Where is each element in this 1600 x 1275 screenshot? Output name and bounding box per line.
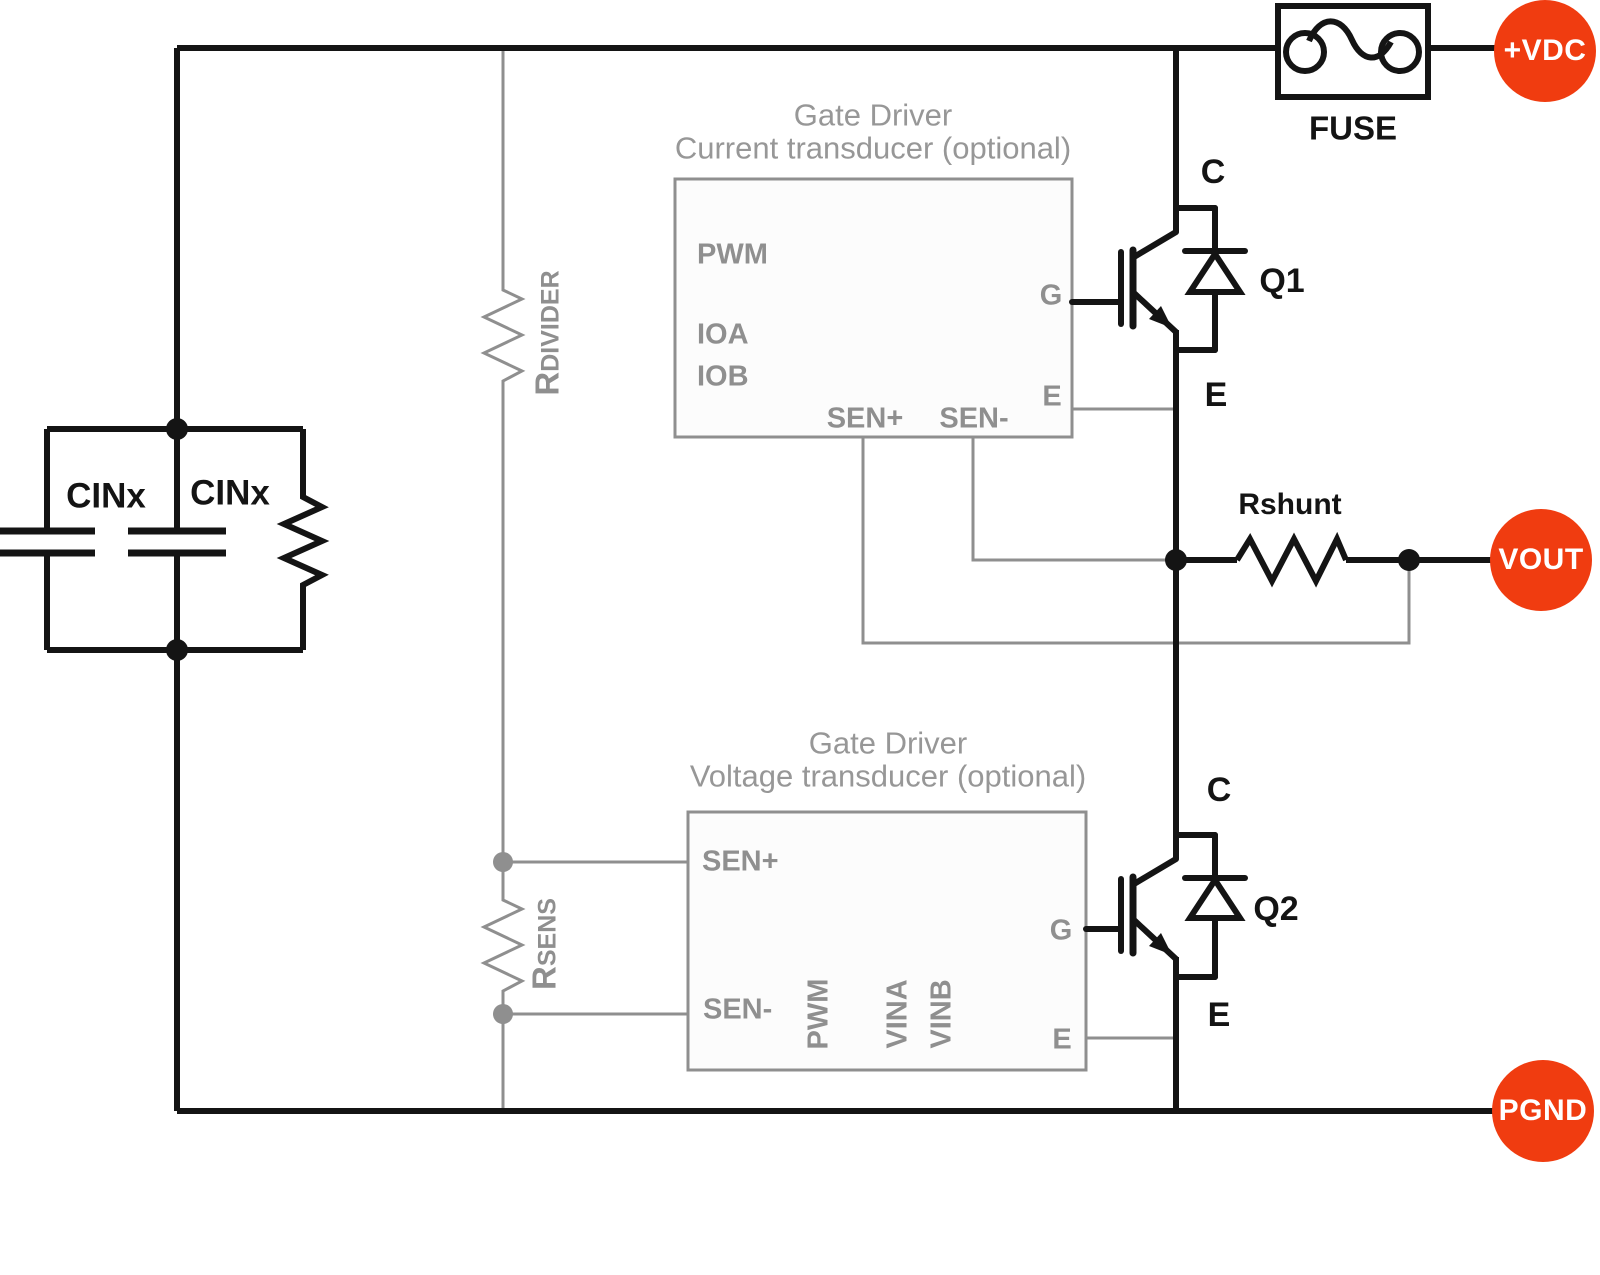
fuse-symbol: [1275, 3, 1431, 100]
cin-top-junction-dot: [166, 418, 188, 440]
q1-igbt: [1069, 205, 1248, 353]
driver-top-pin-iob: IOB: [697, 360, 749, 393]
pgnd-terminal: PGND: [1492, 1060, 1594, 1162]
q2-collector-label: C: [1206, 771, 1232, 809]
cin-mid-capacitor: [128, 527, 226, 557]
rshunt-left-junction-dot: [1165, 549, 1187, 571]
driver-bottom-title-line2: Voltage transducer (optional): [689, 758, 1087, 794]
rsens-label: RSENS: [525, 898, 563, 990]
driver-top-title-line2: Current transducer (optional): [674, 130, 1072, 166]
fuse-left-contact: [1283, 30, 1327, 74]
input-cap-block: [0, 426, 330, 653]
rdivider-label: RDIVIDER: [528, 270, 566, 396]
cin-bleed-resistor: [276, 429, 330, 650]
fuse-wire-curve: [1306, 18, 1394, 61]
rdivider-sub: DIVIDER: [536, 270, 565, 372]
q1-designator-label: Q1: [1259, 262, 1305, 300]
driver-top-pin-g: G: [1039, 279, 1063, 312]
rsens-top-junction-dot: [493, 852, 513, 872]
q2-collector-lead: [1131, 856, 1179, 887]
driver-bottom-title-line1: Gate Driver: [808, 725, 968, 761]
sense-wiring: [480, 48, 1411, 1111]
q2-igbt: [1083, 832, 1248, 980]
driver-bottom-pin-sen-plus: SEN+: [702, 845, 779, 878]
q1-emitter-arrow: [1149, 306, 1172, 328]
driver-boxes: [673, 177, 1088, 1072]
fuse-label: FUSE: [1308, 109, 1398, 147]
vout-terminal: VOUT: [1490, 509, 1592, 611]
q2-designator-label: Q2: [1253, 890, 1299, 928]
driver-bottom-pin-pwm: PWM: [802, 978, 835, 1050]
driver-top-title-line1: Gate Driver: [793, 97, 953, 133]
rdivider-rsens-chain: [480, 48, 526, 1111]
rsens-sub: SENS: [533, 898, 562, 967]
vout-terminal-label: VOUT: [1498, 543, 1584, 576]
q2-diode-triangle: [1184, 874, 1246, 921]
driver-top-box: [673, 177, 1074, 439]
q1-collector-label: C: [1200, 153, 1226, 191]
driver-top-pin-ioa: IOA: [697, 318, 749, 351]
driver-bottom-box: [686, 810, 1088, 1072]
rshunt-right-junction-dot: [1398, 549, 1420, 571]
driver-bottom-pin-vina: VINA: [881, 979, 914, 1049]
cin-left-capacitor: [0, 527, 95, 557]
driver-top-pin-sen-minus: SEN-: [939, 402, 1009, 435]
rsens-bottom-junction-dot: [493, 1004, 513, 1024]
q1-diode-triangle: [1184, 248, 1246, 295]
driver-bottom-pin-g: G: [1049, 914, 1073, 947]
q2-emitter-label: E: [1207, 996, 1231, 1034]
vdc-terminal-label: +VDC: [1503, 34, 1587, 67]
cin-mid-label: CINx: [190, 473, 270, 513]
driver-bottom-pin-vinb: VINB: [925, 979, 958, 1049]
driver-top-sen-plus-wire: [861, 437, 1411, 645]
driver-bottom-pin-e: E: [1052, 1023, 1072, 1056]
cin-left-label: CINx: [66, 476, 146, 516]
cin-bottom-junction-dot: [166, 639, 188, 661]
driver-top-sen-minus-wire: [971, 437, 1176, 562]
rshunt-label: Rshunt: [1238, 488, 1342, 521]
rshunt-zigzag: [1234, 531, 1349, 588]
rshunt-symbol: [1176, 531, 1349, 588]
q2-emitter-arrow: [1149, 933, 1172, 955]
q1-collector-lead: [1131, 229, 1179, 260]
q1-emitter-label: E: [1204, 376, 1228, 414]
pgnd-terminal-label: PGND: [1498, 1094, 1588, 1127]
rdivider-prefix: R: [528, 371, 566, 396]
driver-top-pin-sen-plus: SEN+: [826, 402, 904, 435]
driver-top-pin-e: E: [1042, 380, 1062, 413]
driver-bottom-pin-sen-minus: SEN-: [703, 993, 773, 1026]
rsens-prefix: R: [525, 966, 563, 990]
driver-top-pin-pwm: PWM: [697, 238, 768, 271]
vdc-terminal: +VDC: [1494, 0, 1596, 102]
